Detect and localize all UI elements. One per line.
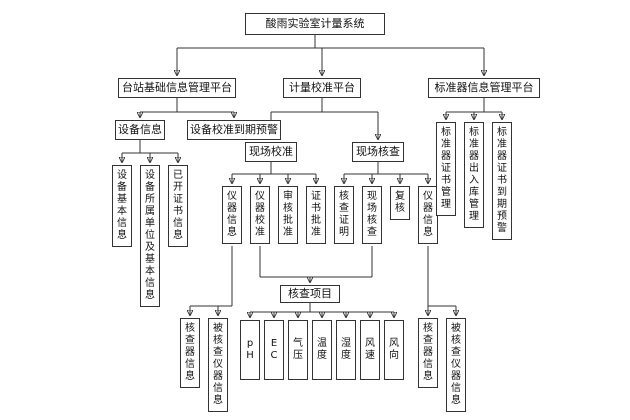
node-cal-certificate-approval: 证书批准 (306, 186, 326, 244)
node-cal-review-approval: 审核批准 (278, 186, 298, 244)
node-std-inout-storage-mgmt: 标准器出入库管理 (464, 122, 484, 228)
node-ver-onsite-verification: 现场核查 (362, 186, 382, 244)
node-onsite-calibration: 现场校准 (245, 142, 297, 162)
node-device-info: 设备信息 (115, 120, 165, 140)
node-std-certificate-mgmt: 标准器证书管理 (436, 122, 456, 216)
node-item-ph: pH (240, 320, 260, 380)
node-cal-instrument-calibration: 仪器校准 (250, 186, 270, 244)
node-ver-recheck: 复核 (390, 186, 410, 220)
node-device-unit-basic-info: 设备所属单位及基本信息 (140, 165, 160, 307)
node-calibration-platform: 计量校准平台 (283, 78, 361, 98)
node-cal-instrument-info: 仪器信息 (222, 186, 242, 244)
node-onsite-verification: 现场核查 (352, 142, 404, 162)
node-standard-platform: 标准器信息管理平台 (428, 78, 540, 98)
node-issued-certificate-info: 已开证书信息 (168, 165, 188, 247)
node-left-checker-info: 核查器信息 (180, 318, 200, 388)
node-std-cert-expiry-warning: 标准器证书到期预警 (492, 122, 512, 240)
node-device-basic-info: 设备基本信息 (112, 165, 132, 247)
node-item-wind-speed: 风速 (360, 320, 380, 380)
node-ver-instrument-info: 仪器信息 (418, 186, 438, 244)
node-station-platform: 台站基础信息管理平台 (118, 78, 236, 98)
node-ver-verification-proof: 核查证明 (334, 186, 354, 244)
node-left-checked-instrument-info: 被核查仪器信息 (208, 318, 228, 412)
node-right-checked-instrument-info: 被核查仪器信息 (446, 318, 466, 412)
node-item-wind-direction: 风向 (384, 320, 404, 380)
node-verification-items: 核查项目 (280, 285, 340, 303)
node-device-cal-expiry-warning: 设备校准到期预警 (187, 120, 281, 140)
node-right-checker-info: 核查器信息 (418, 318, 438, 388)
node-item-temperature: 温度 (312, 320, 332, 380)
node-item-humidity: 湿度 (336, 320, 356, 380)
node-item-ec: EC (264, 320, 284, 380)
node-item-pressure: 气压 (288, 320, 308, 380)
node-root-title: 酸雨实验室计量系统 (245, 13, 385, 35)
